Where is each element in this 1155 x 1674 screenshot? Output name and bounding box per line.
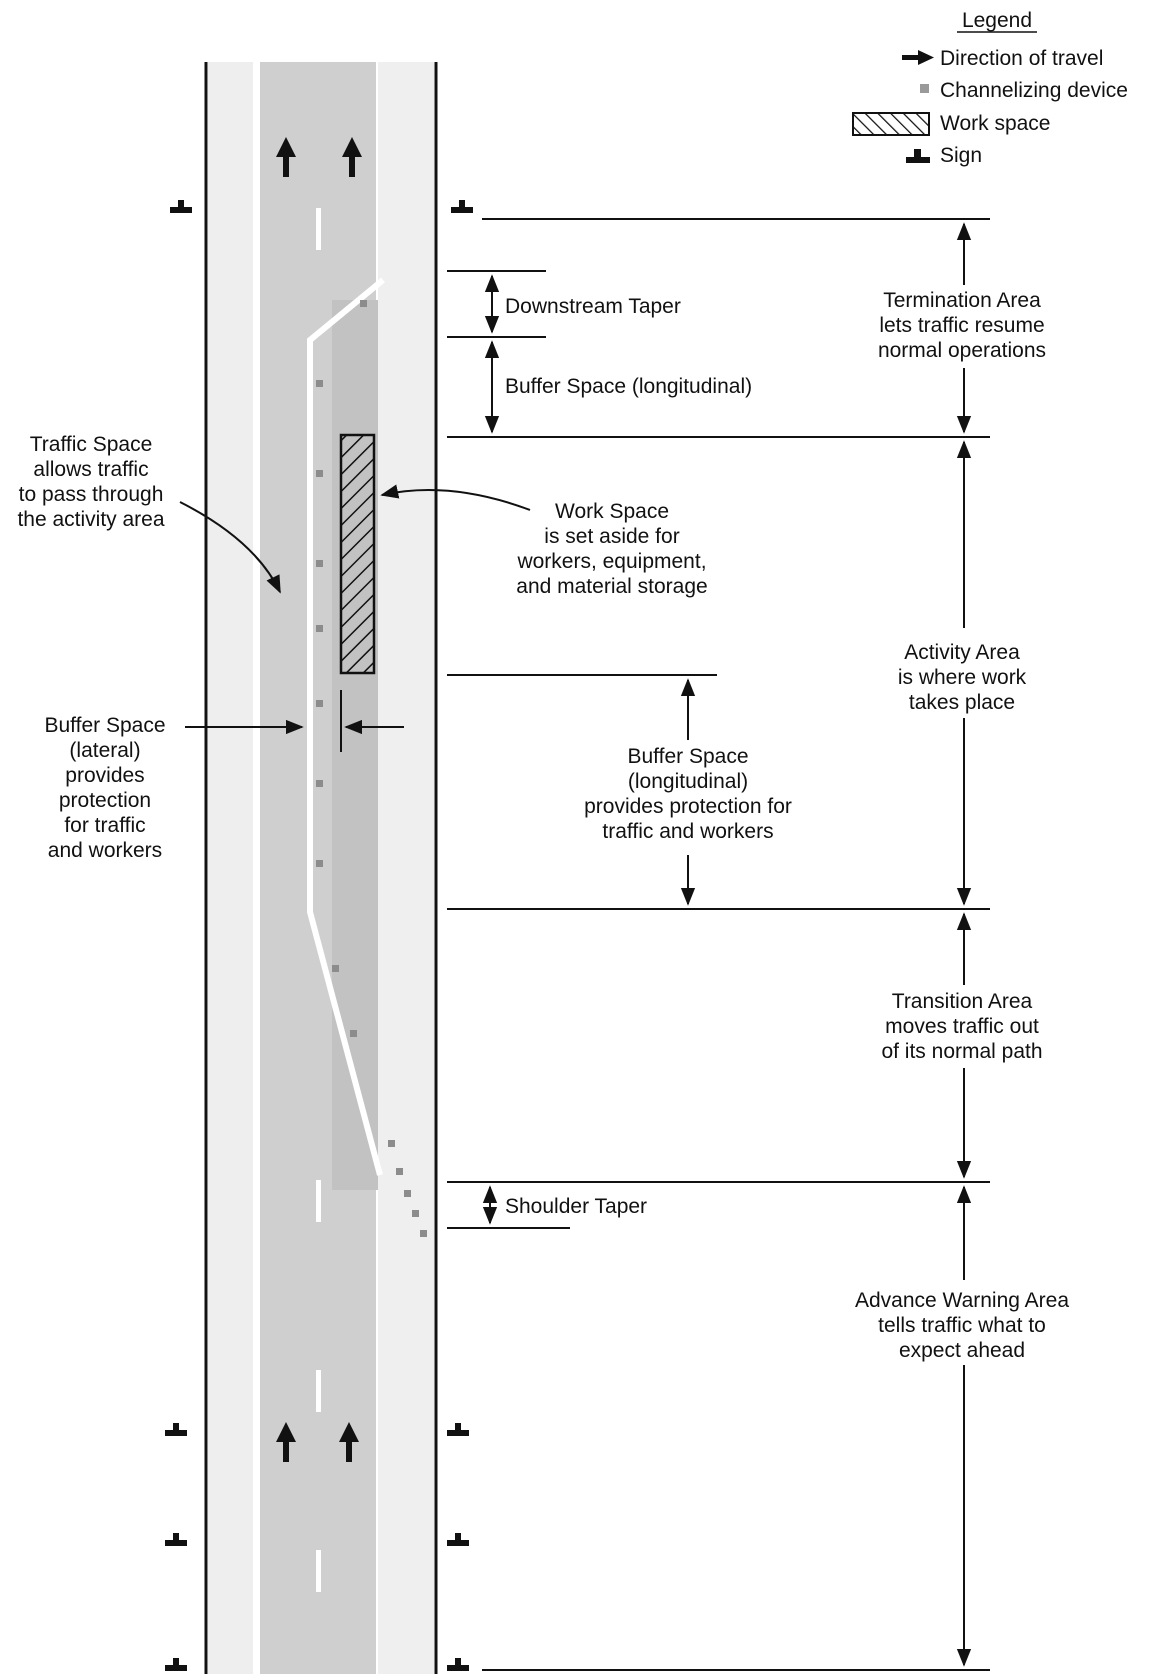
buffer-mid-title: Buffer Space: [627, 745, 748, 768]
buffer-longitudinal-top-label: Buffer Space (longitudinal): [505, 375, 752, 398]
buffer-lateral-line-2: (lateral): [69, 739, 140, 762]
advance-warning-line-2: tells traffic what to: [878, 1314, 1046, 1337]
buffer-lateral-label: Buffer Space (lateral) provides protecti…: [44, 714, 165, 862]
sign-icon: [447, 1658, 469, 1671]
channelizing-device-icon: [412, 1210, 419, 1217]
direction-arrows: [276, 137, 362, 1462]
closed-lane-area: [332, 300, 378, 1190]
right-shoulder: [378, 62, 434, 1674]
legend-direction-of-travel: Direction of travel: [902, 47, 1103, 70]
work-space-label: Work Space is set aside for workers, equ…: [516, 500, 707, 598]
traffic-space-title: Traffic Space: [30, 433, 153, 456]
legend-label-work-space: Work space: [940, 112, 1051, 135]
channelizing-device-icon: [920, 84, 929, 93]
activity-title: Activity Area: [904, 641, 1020, 664]
left-shoulder: [208, 62, 253, 1674]
legend-title: Legend: [962, 9, 1032, 32]
signs: [165, 200, 473, 1671]
legend-work-space: Work space: [852, 112, 1051, 136]
arrow-icon: [276, 137, 296, 177]
termination-title: Termination Area: [883, 289, 1041, 312]
buffer-lateral-line-5: for traffic: [64, 814, 145, 837]
arrow-icon: [339, 1422, 359, 1462]
channelizing-device-icon: [316, 780, 323, 787]
legend-label-direction: Direction of travel: [940, 47, 1103, 70]
channelizing-device-icon: [316, 470, 323, 477]
traffic-space-label: Traffic Space allows traffic to pass thr…: [17, 433, 164, 531]
sign-icon: [447, 1533, 469, 1546]
leader-lines: [179, 484, 531, 594]
termination-line-3: normal operations: [878, 339, 1046, 362]
channelizing-device-icon: [360, 300, 367, 307]
sign-icon: [447, 1423, 469, 1436]
taper-line: [307, 277, 385, 1176]
arrow-icon: [342, 137, 362, 177]
channelizing-device-icon: [388, 1140, 395, 1147]
activity-area-label: Activity Area is where work takes place: [898, 641, 1027, 714]
shoulder-taper-label: Shoulder Taper: [505, 1195, 647, 1218]
traffic-space-line-3: to pass through: [19, 483, 164, 506]
work-space-line-2: is set aside for: [544, 525, 679, 548]
sign-icon: [165, 1423, 187, 1436]
arrow-icon: [276, 1422, 296, 1462]
buffer-lateral-line-3: provides: [65, 764, 144, 787]
channelizing-device-icon: [316, 625, 323, 632]
sign-icon: [451, 200, 473, 213]
work-space-box: [339, 433, 376, 675]
legend: Legend Direction of travel Channelizing …: [852, 9, 1128, 167]
work-space-line-4: and material storage: [516, 575, 707, 598]
transition-area-label: Transition Area moves traffic out of its…: [881, 990, 1042, 1063]
buffer-lateral-line-6: and workers: [48, 839, 162, 862]
buffer-mid-line-3: provides protection for: [584, 795, 792, 818]
channelizing-device-icon: [350, 1030, 357, 1037]
buffer-lateral-line-4: protection: [59, 789, 151, 812]
transition-title: Transition Area: [892, 990, 1033, 1013]
roadway: [165, 62, 473, 1674]
transition-line-2: moves traffic out: [885, 1015, 1039, 1038]
termination-line-2: lets traffic resume: [879, 314, 1044, 337]
channelizing-device-icon: [316, 560, 323, 567]
channelizing-device-icon: [420, 1230, 427, 1237]
area-extent-arrows: [482, 222, 972, 1667]
channelizing-device-icon: [316, 860, 323, 867]
legend-label-channelizing: Channelizing device: [940, 79, 1128, 102]
legend-label-sign: Sign: [940, 144, 982, 167]
channelizing-device-icon: [316, 380, 323, 387]
legend-channelizing-device: Channelizing device: [920, 79, 1128, 102]
hatch-icon: [852, 112, 930, 136]
advance-warning-area-label: Advance Warning Area tells traffic what …: [855, 1289, 1069, 1362]
arrow-icon: [902, 50, 934, 65]
buffer-lateral-title: Buffer Space: [44, 714, 165, 737]
work-space-line-3: workers, equipment,: [516, 550, 706, 573]
activity-line-3: takes place: [909, 691, 1015, 714]
downstream-taper-label: Downstream Taper: [505, 295, 681, 318]
sign-icon: [906, 149, 930, 163]
buffer-longitudinal-mid-label: Buffer Space (longitudinal) provides pro…: [584, 745, 792, 843]
channelizing-device-icon: [316, 700, 323, 707]
termination-area-label: Termination Area lets traffic resume nor…: [878, 289, 1046, 362]
transition-line-3: of its normal path: [881, 1040, 1042, 1063]
sign-icon: [170, 200, 192, 213]
activity-line-2: is where work: [898, 666, 1027, 689]
legend-sign: Sign: [906, 144, 982, 167]
lane-line-dashes: [316, 208, 321, 1592]
channelizing-device-icon: [404, 1190, 411, 1197]
advance-warning-line-3: expect ahead: [899, 1339, 1025, 1362]
channelizing-devices: [316, 300, 427, 1237]
lateral-buffer-marker: [185, 690, 404, 752]
channelizing-device-icon: [332, 965, 339, 972]
sign-icon: [165, 1533, 187, 1546]
traffic-space-line-2: allows traffic: [33, 458, 148, 481]
advance-warning-title: Advance Warning Area: [855, 1289, 1069, 1312]
channelizing-device-icon: [396, 1168, 403, 1175]
sign-icon: [165, 1658, 187, 1671]
traffic-space-line-4: the activity area: [17, 508, 164, 531]
work-space-title: Work Space: [555, 500, 669, 523]
area-boundaries: [447, 218, 990, 1671]
buffer-mid-line-4: traffic and workers: [602, 820, 773, 843]
buffer-mid-line-2: (longitudinal): [628, 770, 748, 793]
